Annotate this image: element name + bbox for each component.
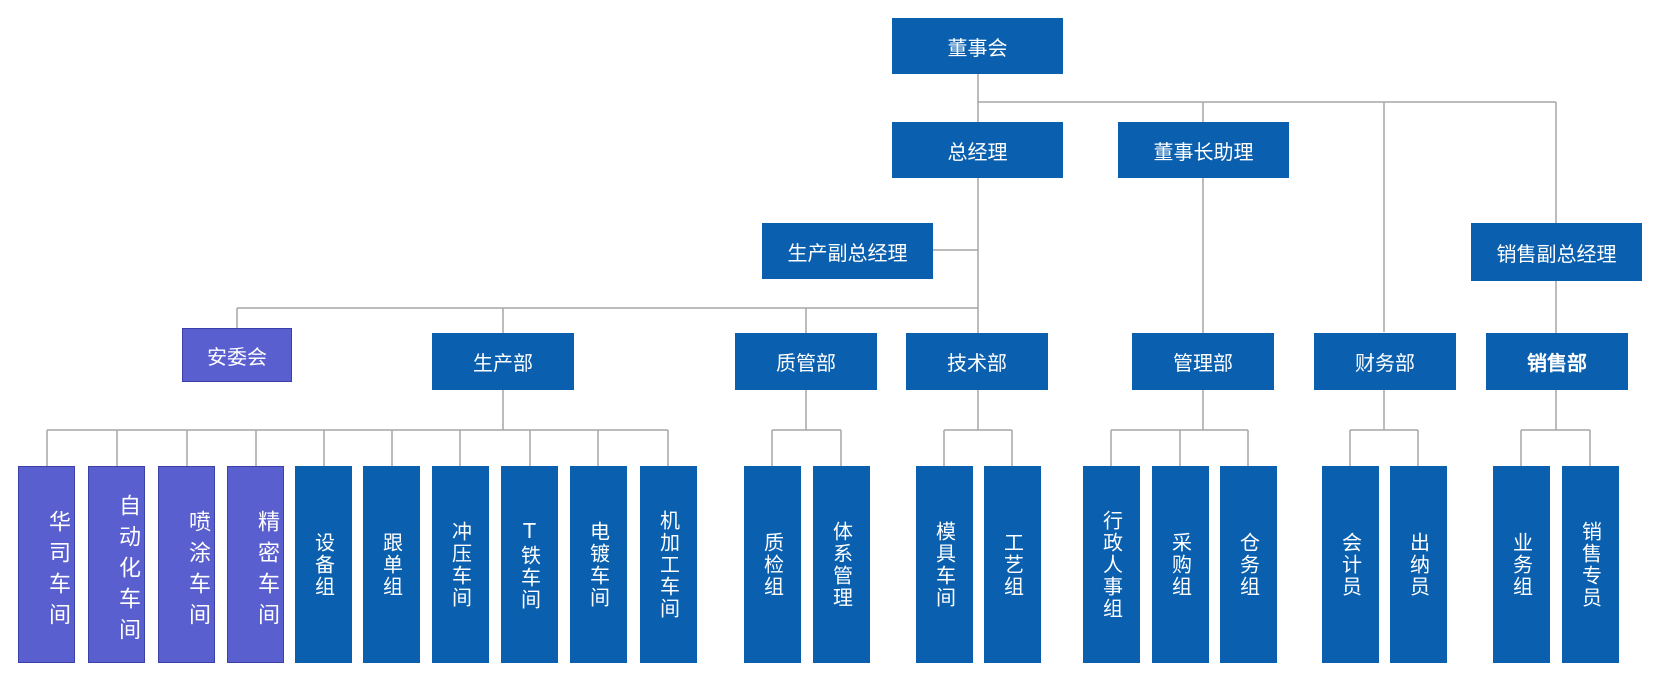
chairman-assistant-box: 董事长助理 <box>1118 122 1289 178</box>
unit-box: 体系管理 <box>813 466 870 663</box>
unit-box: 冲压车间 <box>432 466 489 663</box>
unit-box: 工艺组 <box>984 466 1041 663</box>
unit-box: 精密车间 <box>227 466 284 663</box>
unit-box: 自动化车间 <box>88 466 145 663</box>
unit-box: 行政人事组 <box>1083 466 1140 663</box>
general-manager-box: 总经理 <box>892 122 1063 178</box>
unit-box: 设备组 <box>295 466 352 663</box>
unit-box: 华司车间 <box>18 466 75 663</box>
unit-box: 仓务组 <box>1220 466 1277 663</box>
sales-vp-box: 销售副总经理 <box>1471 223 1642 281</box>
unit-box: 模具车间 <box>916 466 973 663</box>
unit-box: 跟单组 <box>363 466 420 663</box>
board-box: 董事会 <box>892 18 1063 74</box>
safety-committee-box: 安委会 <box>182 328 292 382</box>
unit-box: 采购组 <box>1152 466 1209 663</box>
unit-box: T铁车间 <box>501 466 558 663</box>
unit-box: 电镀车间 <box>570 466 627 663</box>
production-vp-box: 生产副总经理 <box>762 223 933 279</box>
unit-box: 业务组 <box>1493 466 1550 663</box>
admin-dept-box: 管理部 <box>1132 333 1274 390</box>
unit-box: 销售专员 <box>1562 466 1619 663</box>
tech-dept-box: 技术部 <box>906 333 1048 390</box>
finance-dept-box: 财务部 <box>1314 333 1456 390</box>
unit-box: 机加工车间 <box>640 466 697 663</box>
sales-dept-box: 销售部 <box>1486 333 1628 390</box>
production-dept-box: 生产部 <box>432 333 574 390</box>
unit-box: 会计员 <box>1322 466 1379 663</box>
unit-box: 喷涂车间 <box>158 466 215 663</box>
quality-dept-box: 质管部 <box>735 333 877 390</box>
unit-box: 出纳员 <box>1390 466 1447 663</box>
unit-box: 质检组 <box>744 466 801 663</box>
